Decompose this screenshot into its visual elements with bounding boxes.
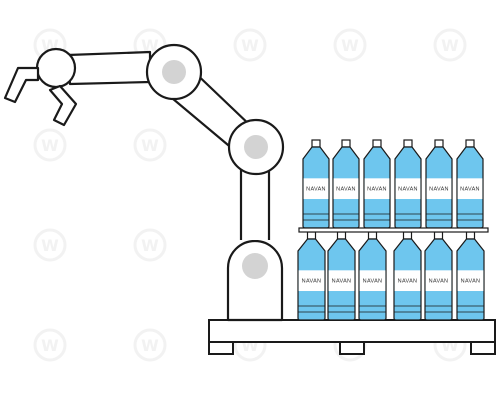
water-bottle: NAVAN (425, 139, 453, 229)
watermark-icon: W (333, 28, 367, 62)
water-bottle: NAVAN (394, 139, 422, 229)
svg-text:W: W (41, 236, 59, 255)
svg-text:W: W (141, 236, 159, 255)
pallet-foot-middle (339, 341, 365, 355)
svg-text:W: W (241, 36, 259, 55)
bottle-brand-label: NAVAN (429, 279, 449, 285)
bottle-label-band (303, 178, 329, 200)
bottle-cap (341, 139, 351, 148)
water-bottle: NAVAN (424, 231, 453, 321)
bottle-label-band (457, 178, 483, 200)
bottle-brand-label: NAVAN (302, 279, 322, 285)
wrist-joint (35, 47, 77, 89)
svg-text:W: W (141, 336, 159, 355)
robot-column (239, 168, 271, 240)
watermark-icon: W (33, 328, 67, 362)
bottle-label-band (425, 270, 452, 292)
bottle-label-band (394, 270, 421, 292)
robot-base (226, 239, 284, 322)
pallet-foot-right (470, 341, 496, 355)
watermark-icon: W (133, 328, 167, 362)
watermark-icon: W (433, 28, 467, 62)
robot-arm (3, 43, 285, 322)
svg-text:W: W (141, 36, 159, 55)
bottle-label-band (298, 270, 325, 292)
gripper-finger-left (3, 66, 40, 104)
bottle-stack: NAVAN NAVAN NAVAN NAVAN NAVAN NAVAN NAVAN NAVAN… (297, 139, 489, 321)
bottle-cap (465, 139, 475, 148)
watermark-icon: W (133, 228, 167, 262)
bottle-brand-label: NAVAN (429, 187, 449, 193)
bottle-cap (367, 231, 378, 240)
svg-text:W: W (141, 136, 159, 155)
bottle-label-band (426, 178, 452, 200)
bottle-cap (434, 139, 444, 148)
elbow-joint-cap (244, 135, 268, 159)
bottle-label-band (395, 178, 421, 200)
robot-upper-arm (66, 50, 152, 86)
water-bottle: NAVAN (363, 139, 391, 229)
watermark-icon: W (233, 28, 267, 62)
bottle-cap (465, 231, 476, 240)
water-bottle: NAVAN (456, 231, 485, 321)
gripper-finger-right (48, 84, 78, 127)
water-bottle: NAVAN (327, 231, 356, 321)
water-bottle: NAVAN (332, 139, 360, 229)
water-bottle: NAVAN (297, 231, 326, 321)
pallet-foot-left (208, 341, 234, 355)
bottle-label-band (333, 178, 359, 200)
bottle-cap (372, 139, 382, 148)
bottle-brand-label: NAVAN (332, 279, 352, 285)
watermark-icon: W (133, 128, 167, 162)
base-joint (242, 253, 268, 279)
bottle-brand-label: NAVAN (461, 279, 481, 285)
watermark-icon: W (33, 128, 67, 162)
water-bottle: NAVAN (358, 231, 387, 321)
watermark-icon: W (33, 228, 67, 262)
bottle-cap (336, 231, 347, 240)
bottle-brand-label: NAVAN (363, 279, 383, 285)
bottle-brand-label: NAVAN (367, 187, 387, 193)
water-bottle: NAVAN (456, 139, 484, 229)
bottle-brand-label: NAVAN (398, 187, 418, 193)
bottle-label-band (359, 270, 386, 292)
bottle-cap (311, 139, 321, 148)
svg-text:W: W (441, 36, 459, 55)
bottle-label-band (457, 270, 484, 292)
svg-text:W: W (41, 336, 59, 355)
bottle-brand-label: NAVAN (336, 187, 356, 193)
bottle-label-band (328, 270, 355, 292)
water-bottle: NAVAN (393, 231, 422, 321)
svg-text:W: W (41, 136, 59, 155)
bottle-cap (402, 231, 413, 240)
shoulder-joint-cap (162, 60, 186, 84)
bottle-label-band (364, 178, 390, 200)
bottle-cap (403, 139, 413, 148)
bottle-brand-label: NAVAN (306, 187, 326, 193)
bottle-brand-label: NAVAN (398, 279, 418, 285)
bottle-cap (433, 231, 444, 240)
layer-tray (298, 227, 489, 233)
bottle-brand-label: NAVAN (460, 187, 480, 193)
pallet-top-board (208, 319, 496, 343)
water-bottle: NAVAN (302, 139, 330, 229)
svg-text:W: W (341, 36, 359, 55)
bottle-cap (306, 231, 317, 240)
